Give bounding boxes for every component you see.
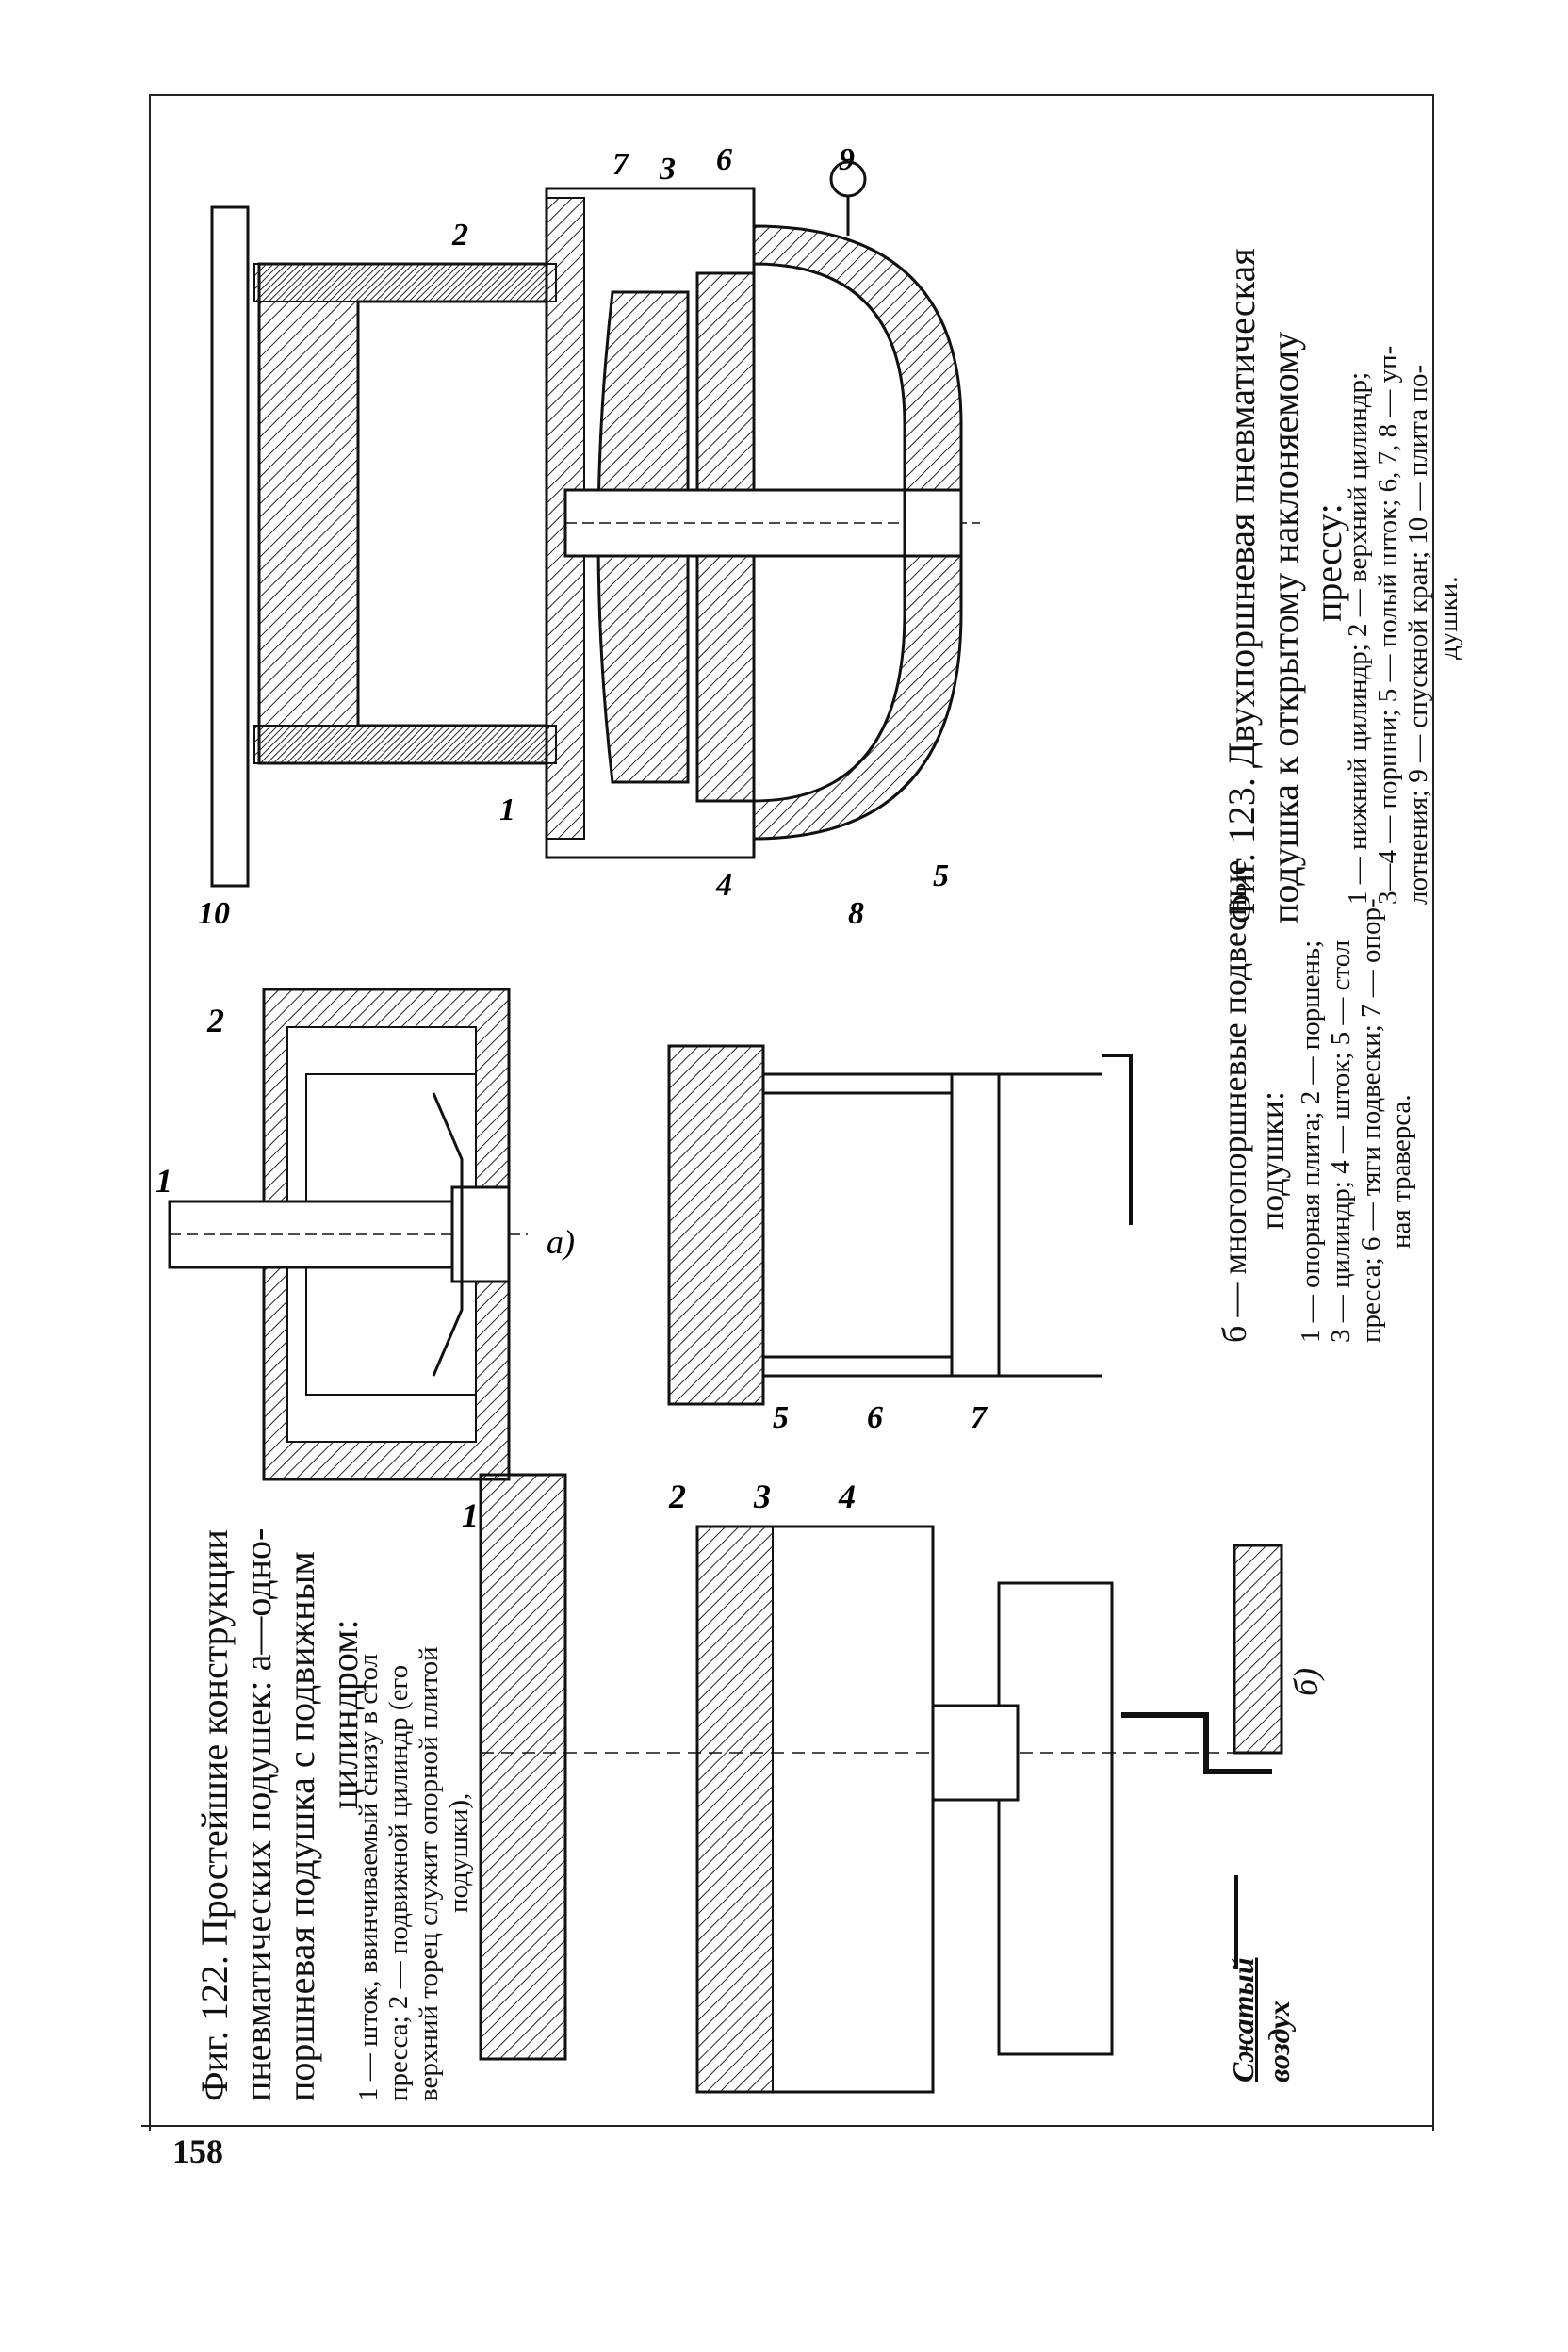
f122b-label-6: 6 [867, 1400, 883, 1432]
fig122b-caption-line: б — многопоршневые подвесные [1216, 859, 1253, 1343]
air-label-line: Сжатый [1226, 1957, 1260, 2083]
fig122a-drawing: 1 2 а) [155, 988, 575, 1481]
f123-label-8: 8 [848, 896, 864, 931]
f123-label-5: 5 [933, 858, 949, 893]
fig122b-caption: б — многопоршневые подвесные подушки: [1216, 860, 1291, 1343]
fig122-caption: Фиг. 122. Простейшие конструкции пневмат… [193, 1528, 367, 2101]
fig122-caption-line: пневматических подушек: а—одно- [237, 1527, 279, 2101]
fig122-legend: 1 — шток, ввинчиваемый снизу в стол прес… [353, 1646, 474, 2101]
air-label: Сжатый воздух [1225, 1958, 1297, 2083]
fig122-caption-line: Фиг. 122. Простейшие конструкции [193, 1529, 236, 2101]
f122a-label-2: 2 [206, 1002, 224, 1039]
fig122-sublabel-b: б) [1287, 1667, 1325, 1696]
bottom-rule [141, 2125, 1432, 2127]
f123-label-1: 1 [499, 792, 515, 827]
f123-label-9: 9 [839, 142, 855, 177]
fig122b-caption-line: подушки: [1253, 1090, 1291, 1230]
fig123-caption-line: Фиг. 123. Двухпоршневая пневматическая [1220, 248, 1263, 923]
f122b-label-3: 3 [753, 1478, 771, 1515]
f123-label-10: 10 [198, 896, 230, 931]
air-label-line: воздух [1262, 2001, 1296, 2082]
fig122-legend-line: пресса; 2 — подвижной цилиндр (его [384, 1664, 414, 2101]
page-frame [149, 94, 1434, 2132]
air-arrow-icon [1234, 1875, 1238, 1969]
f122a-label-1: 1 [155, 1162, 172, 1200]
fig123-drawing: 1 2 3 4 5 6 7 8 9 10 [198, 142, 980, 931]
fig123-caption: Фиг. 123. Двухпоршневая пневматическая п… [1220, 248, 1350, 923]
fig122-legend-line: верхний торец служит опорной плитой [414, 1646, 444, 2101]
f123-label-3: 3 [659, 152, 676, 187]
f122b-label-4: 4 [838, 1478, 856, 1515]
fig123-legend-line: лотнения; 9 — спускной кран; 10 — плита … [1403, 364, 1433, 905]
fig123-legend-line: душки. [1433, 576, 1463, 660]
page-number: 158 [172, 2132, 223, 2170]
fig122-legend-line: 1 — шток, ввинчиваемый снизу в стол [353, 1653, 384, 2101]
fig122b-legend: 1 — опорная плита; 2 — поршень; 3 — цили… [1296, 898, 1416, 1343]
f123-label-2: 2 [451, 218, 468, 253]
f122a-sublabel: а) [547, 1223, 575, 1261]
fig123-caption-line: подушка к открытому наклоняемому [1264, 331, 1306, 923]
fig122b-legend-line: пресса; 6 — тяги подвески; 7 — опор- [1356, 898, 1386, 1343]
f122b-label-5: 5 [773, 1400, 789, 1432]
fig122b-bottom-drawing: 1 2 3 4 [462, 1473, 1283, 2094]
fig122b-legend-line: ная траверса. [1386, 1094, 1416, 1249]
f122b-label-2: 2 [668, 1478, 686, 1515]
fig122b-legend-line: 1 — опорная плита; 2 — поршень; [1296, 939, 1326, 1343]
f122b-label-1: 1 [462, 1496, 479, 1534]
f123-label-4: 4 [715, 868, 732, 903]
fig123-legend: 1 — нижний цилиндр; 2 — верхний цилиндр;… [1343, 346, 1463, 905]
f122b-label-7: 7 [971, 1400, 988, 1432]
fig122-legend-line: подушки), [444, 1792, 474, 1913]
fig122-caption-line: поршневая подушка с подвижным [280, 1551, 322, 2101]
fig122b-right-drawing: 5 6 7 [667, 1044, 1133, 1432]
f123-label-6: 6 [716, 142, 732, 177]
fig122b-legend-line: 3 — цилиндр; 4 — шток; 5 — стол [1326, 939, 1356, 1343]
fig123-legend-line: 1 — нижний цилиндр; 2 — верхний цилиндр; [1343, 371, 1373, 905]
fig123-legend-line: 3—4 — поршни; 5 — полый шток; 6, 7, 8 — … [1373, 345, 1403, 905]
f123-label-7: 7 [612, 147, 630, 182]
